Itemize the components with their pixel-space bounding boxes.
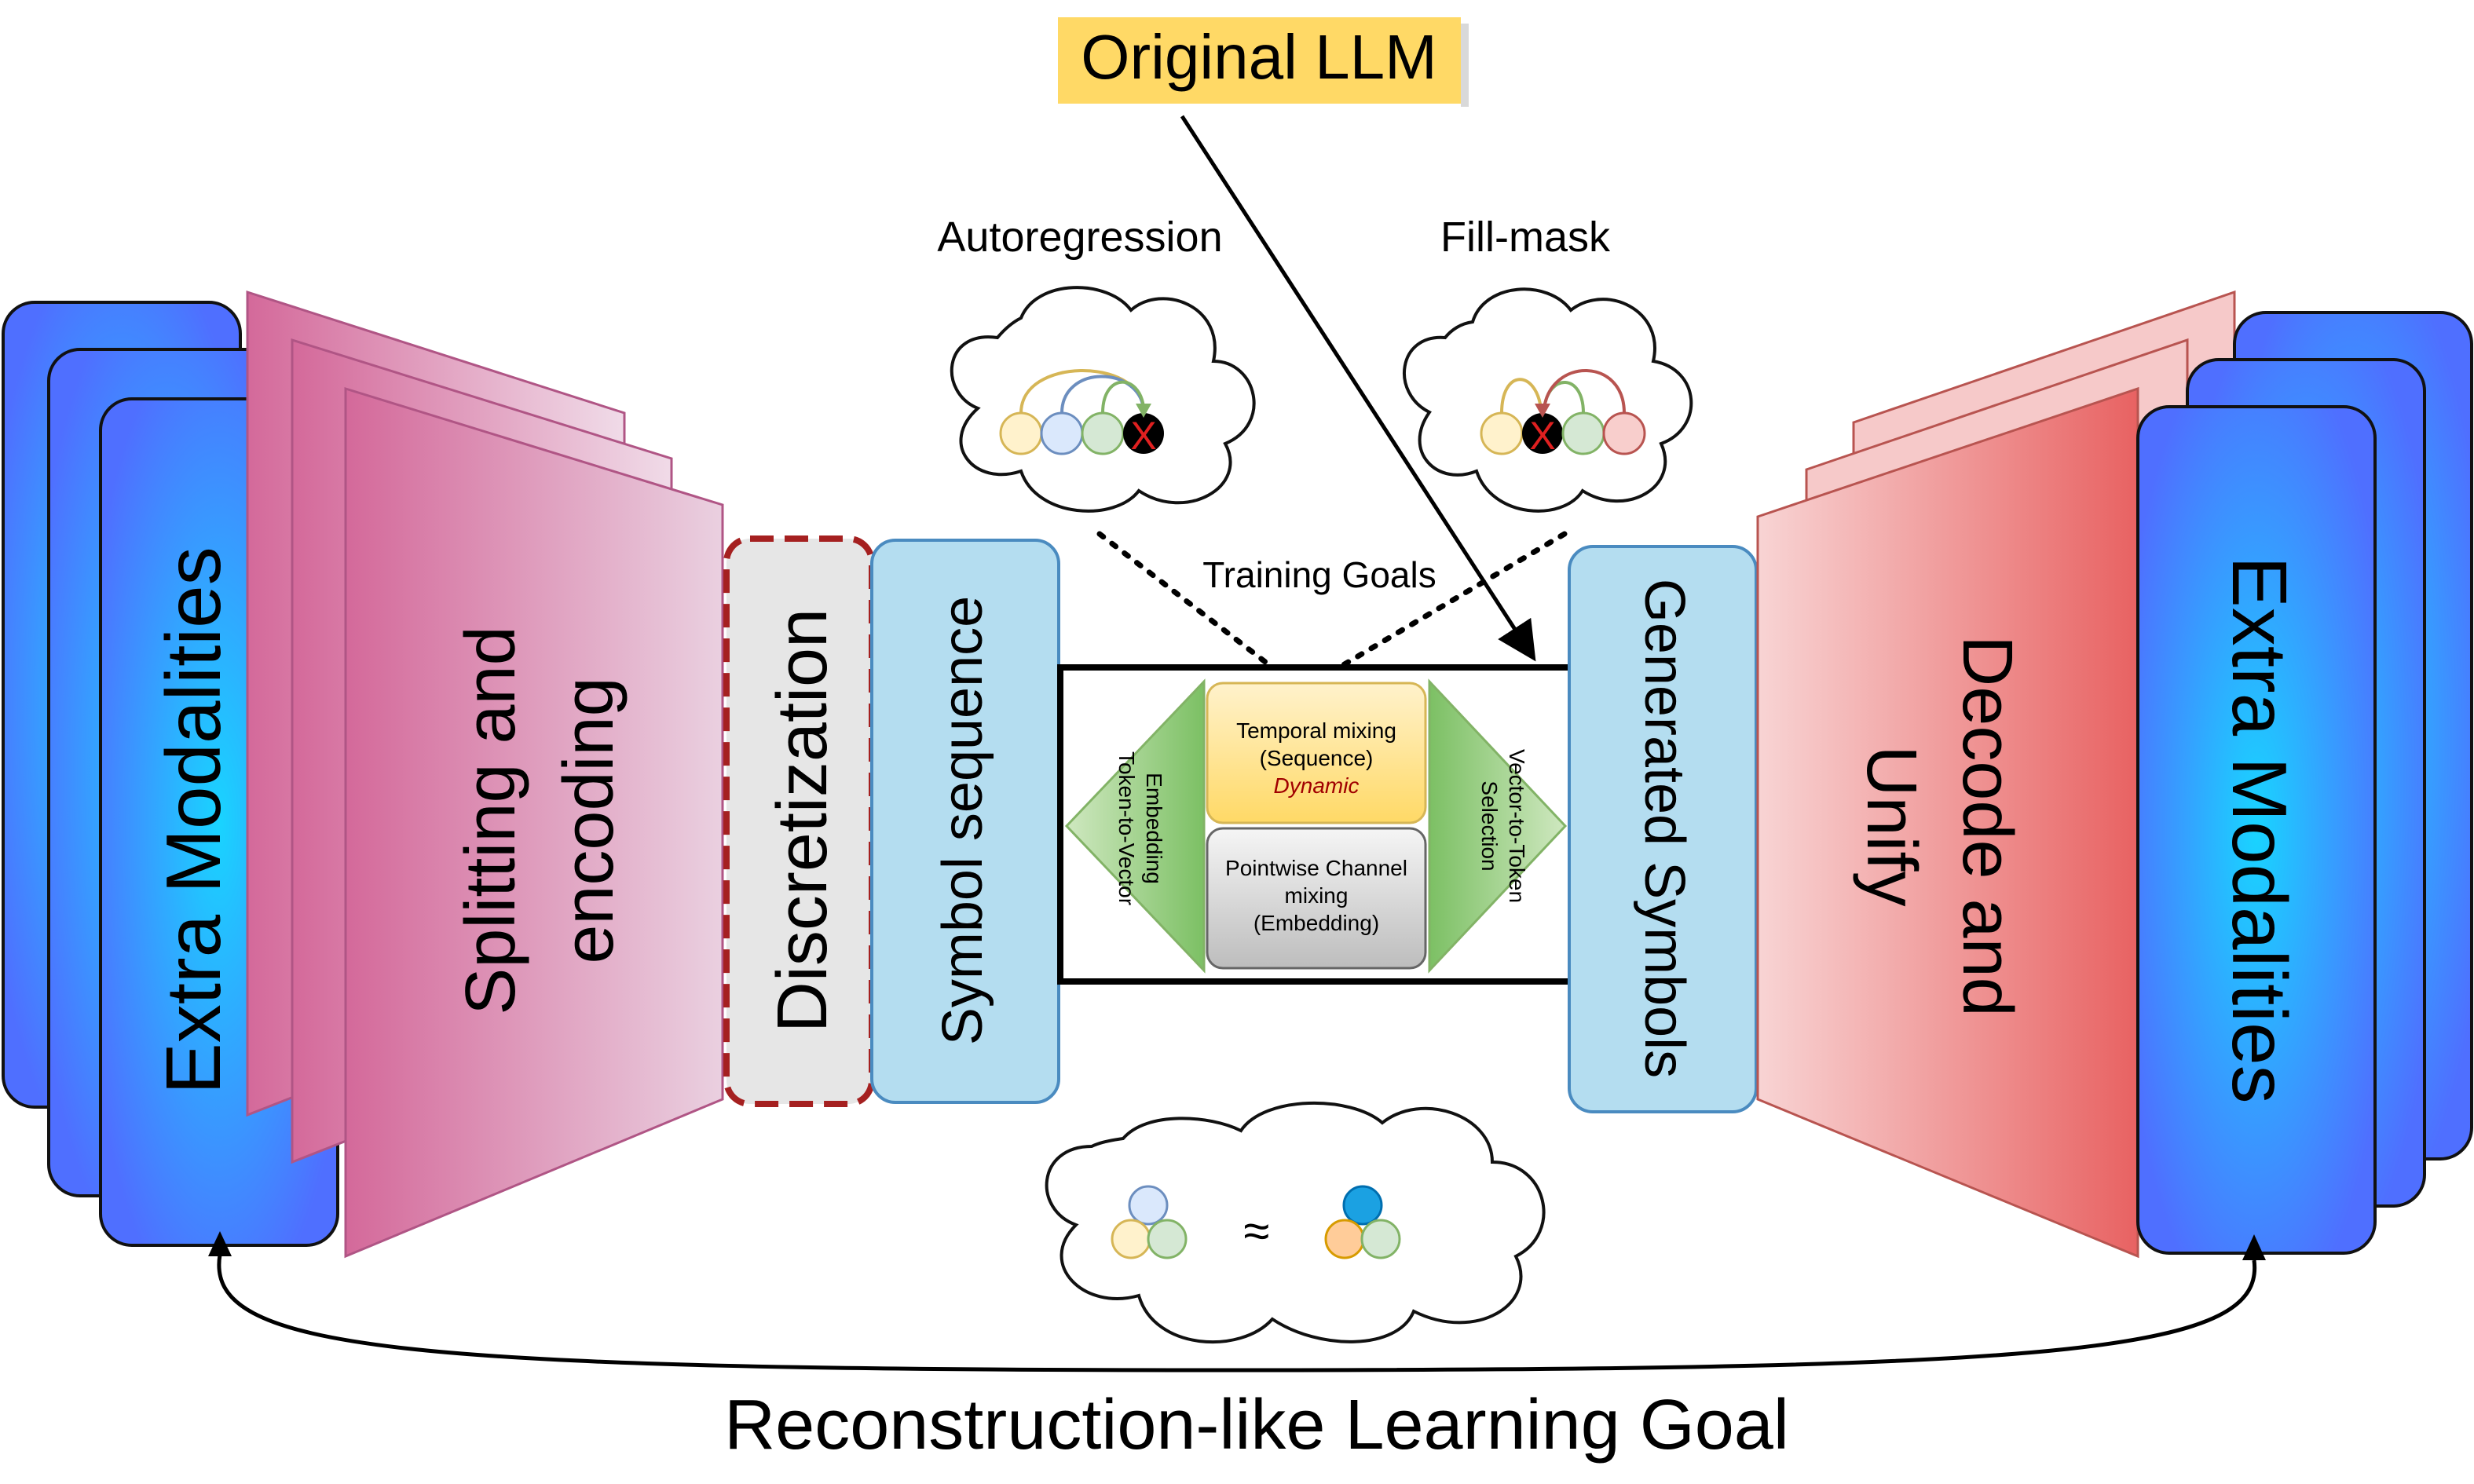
autoregression-group: Autoregression X <box>937 214 1256 513</box>
extra-modalities-left-label: Extra Modalities <box>150 546 236 1094</box>
generated-symbols-box <box>1568 545 1758 1113</box>
pointwise-mixing-line3: (Embedding) <box>1253 911 1379 935</box>
training-goals-connector: Training Goals <box>1096 531 1568 671</box>
vector-to-token-line2: Selection <box>1477 780 1502 871</box>
token-to-vector-line2: Embedding <box>1142 773 1166 884</box>
pointwise-mixing-box <box>1206 827 1427 970</box>
original-llm-callout: Original LLM <box>1058 17 1536 662</box>
fill-mask-group: Fill-mask X <box>1402 214 1693 513</box>
splitting-encoding-trapezoid <box>344 386 724 1259</box>
extra-modalities-right-label: Extra Modalities <box>2216 556 2303 1103</box>
pointwise-mixing-line2: mixing <box>1285 883 1349 908</box>
temporal-mixing-box <box>1206 682 1427 824</box>
generated-symbols-block: Generated Symbols <box>1568 545 1758 1113</box>
original-llm-highlight <box>1058 17 1461 104</box>
autoregression-mask-mark: X <box>1130 414 1156 458</box>
autoregression-label: Autoregression <box>937 214 1222 261</box>
fill-mask-cloud <box>1402 287 1693 513</box>
token-to-vector-line1: Token-to-Vector <box>1114 751 1139 905</box>
generated-symbols-label: Generated Symbols <box>1633 579 1696 1078</box>
original-llm-arrow <box>1180 115 1536 662</box>
splitting-encoding-block: Splitting and encoding <box>246 290 724 1259</box>
temporal-mixing-line1: Temporal mixing <box>1236 718 1396 743</box>
decode-unify-trapezoid <box>1756 386 2139 1259</box>
reconstruction-arrow <box>208 1231 2266 1373</box>
original-llm-label: Original LLM <box>1081 22 1437 92</box>
fill-mask-label: Fill-mask <box>1440 214 1611 261</box>
pointwise-mixing-line1: Pointwise Channel <box>1225 856 1407 880</box>
splitting-label-line2: encoding <box>550 677 628 963</box>
discretization-block: Discretization <box>723 535 875 1107</box>
extra-modalities-right-stack: Extra Modalities <box>2136 311 2473 1255</box>
vector-to-token-line1: Vector-to-Token <box>1505 749 1529 903</box>
approx-symbol: ≈ <box>1244 1204 1270 1257</box>
reconstruction-cloud <box>1045 1101 1546 1344</box>
reconstruction-cloud-group: ≈ <box>1045 1101 1546 1344</box>
token-to-vector-triangle <box>1064 678 1206 974</box>
vector-to-token-triangle <box>1428 678 1568 974</box>
training-goals-label: Training Goals <box>1202 554 1436 595</box>
decode-label-line1: Decode and <box>1948 635 2026 1016</box>
temporal-mixing-line3: Dynamic <box>1274 773 1360 798</box>
splitting-label-line1: Splitting and <box>452 626 530 1014</box>
decode-label-line2: Unify <box>1852 745 1931 906</box>
discretization-label: Discretization <box>763 609 842 1033</box>
fill-mask-mask-mark: X <box>1529 414 1555 458</box>
temporal-mixing-line2: (Sequence) <box>1260 746 1374 770</box>
llm-core: Token-to-Vector Embedding Temporal mixin… <box>1057 664 1574 985</box>
symbol-sequence-label: Symbol sequence <box>931 596 994 1045</box>
reconstruction-goal-label: Reconstruction-like Learning Goal <box>724 1386 1789 1464</box>
extra-modalities-left-stack: Extra Modalities <box>2 301 339 1247</box>
symbol-sequence-block: Symbol sequence <box>870 539 1060 1104</box>
